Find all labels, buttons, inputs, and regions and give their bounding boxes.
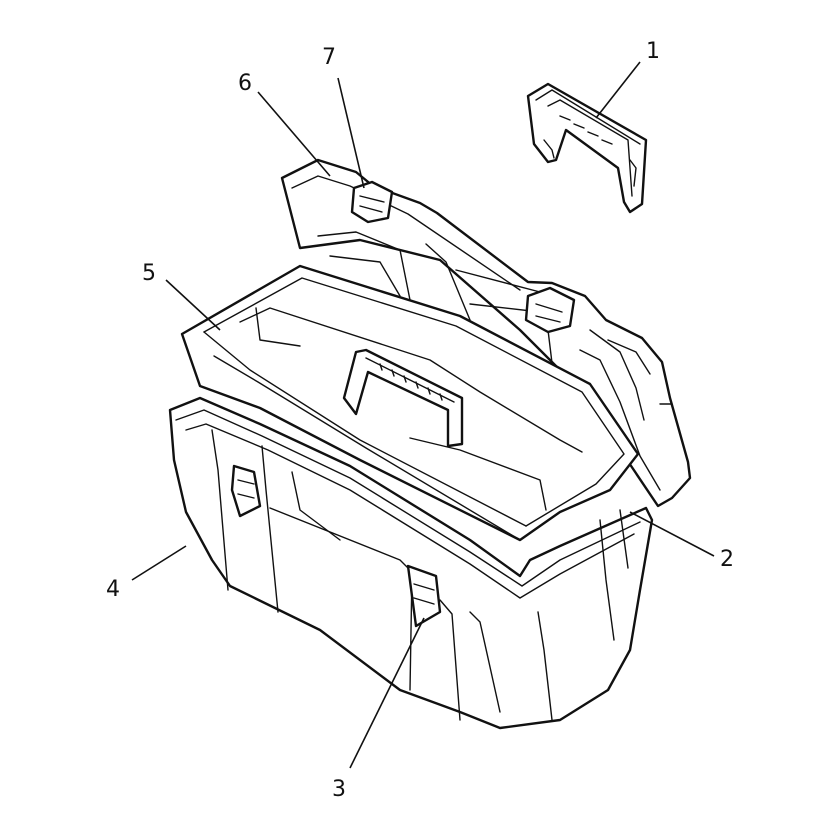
leader-6 (257, 91, 331, 177)
leader-2 (629, 511, 715, 557)
base-box (168, 396, 654, 730)
callout-2: 2 (720, 547, 734, 572)
tray (180, 264, 640, 542)
leader-7 (337, 77, 365, 189)
carry-handle (526, 82, 648, 214)
callout-1: 1 (646, 39, 660, 64)
leader-5 (165, 279, 221, 331)
callout-7: 7 (322, 45, 336, 70)
leader-3 (349, 617, 425, 769)
leader-1 (595, 61, 641, 119)
callout-3: 3 (332, 777, 346, 802)
leader-4 (131, 545, 187, 581)
callout-4: 4 (106, 577, 120, 602)
callout-5: 5 (142, 261, 156, 286)
lid (280, 158, 692, 508)
callout-6: 6 (238, 71, 252, 96)
